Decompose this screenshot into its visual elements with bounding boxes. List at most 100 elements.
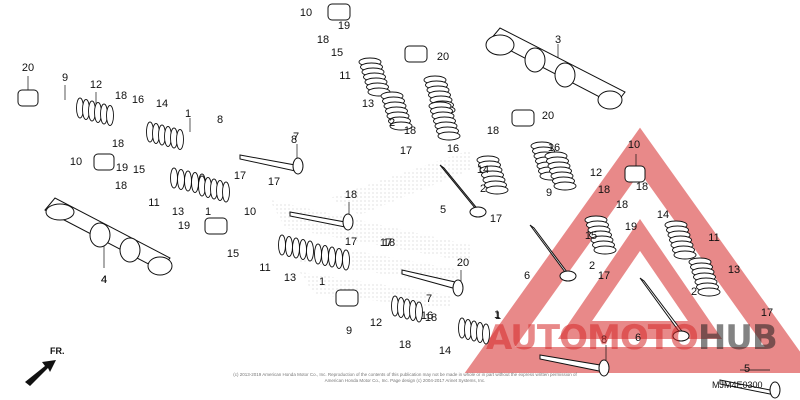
spring-coil <box>170 167 178 189</box>
callout-11: 11 <box>259 262 270 274</box>
tappet-buckets <box>17 3 646 307</box>
callout-2: 2 <box>389 117 395 129</box>
callout-11: 11 <box>148 197 159 209</box>
callout-16: 16 <box>548 142 560 154</box>
callout-10: 10 <box>70 156 82 168</box>
callout-9: 9 <box>346 325 352 337</box>
callout-5: 5 <box>744 363 750 375</box>
callout-18: 18 <box>616 199 628 211</box>
spring-coil <box>285 236 293 257</box>
callout-17: 17 <box>380 237 392 249</box>
callout-9: 9 <box>546 187 552 199</box>
callout-5: 5 <box>440 204 446 216</box>
callout-18: 18 <box>115 90 127 102</box>
spring-coil <box>553 181 577 191</box>
callout-2: 2 <box>480 183 486 195</box>
callout-13: 13 <box>728 264 740 276</box>
callout-14: 14 <box>657 209 669 221</box>
callout-1: 1 <box>494 309 500 321</box>
callout-16: 16 <box>132 94 144 106</box>
callout-10: 10 <box>244 206 256 218</box>
callout-12: 12 <box>590 167 602 179</box>
callout-1: 1 <box>185 108 191 120</box>
direction-label: FR. <box>50 346 65 356</box>
callout-4: 4 <box>101 274 107 286</box>
spring-coil <box>314 243 322 265</box>
spring-coil <box>222 181 230 203</box>
callout-18: 18 <box>345 189 357 201</box>
spring-stacks <box>76 57 721 345</box>
callout-17: 17 <box>400 145 412 157</box>
callout-8: 8 <box>291 134 297 146</box>
valves <box>239 154 781 399</box>
callout-17: 17 <box>345 236 357 248</box>
callout-12: 12 <box>370 317 382 329</box>
callout-18: 18 <box>383 237 395 249</box>
callout-19: 19 <box>178 220 190 232</box>
callout-15: 15 <box>331 47 343 59</box>
callout-1: 1 <box>495 310 501 322</box>
callout-4: 4 <box>101 274 107 286</box>
callout-15: 15 <box>585 230 597 242</box>
callout-10: 10 <box>300 7 312 19</box>
callout-1: 1 <box>205 206 211 218</box>
callout-8: 8 <box>217 114 223 126</box>
callout-19: 19 <box>338 20 350 32</box>
camshaft-right <box>485 27 626 110</box>
callout-18: 18 <box>425 312 437 324</box>
callout-19: 19 <box>116 162 128 174</box>
callout-13: 13 <box>284 272 296 284</box>
callout-13: 13 <box>362 98 374 110</box>
diagram-code: MJM4E0300 <box>712 380 763 390</box>
callout-3: 3 <box>555 34 561 46</box>
spring-coil <box>415 301 423 323</box>
callout-20: 20 <box>437 51 449 63</box>
spring-coil <box>697 287 721 297</box>
callout-11: 11 <box>339 70 350 82</box>
spring-coil <box>292 237 300 259</box>
callout-18: 18 <box>317 34 329 46</box>
spring-coil <box>673 250 697 260</box>
spring-coil <box>389 121 413 131</box>
callout-18: 18 <box>598 184 610 196</box>
callout-6: 6 <box>524 270 530 282</box>
front-direction-arrow <box>25 360 56 386</box>
callout-20: 20 <box>457 257 469 269</box>
callout-18: 18 <box>115 180 127 192</box>
callout-7: 7 <box>293 131 299 143</box>
callout-16: 16 <box>447 143 459 155</box>
callout-16: 16 <box>421 310 433 322</box>
spring-coil <box>593 245 617 255</box>
spring-coil <box>306 240 314 262</box>
spring-coil <box>184 170 192 192</box>
copyright-notice: (c) 2013-2019 American Honda Motor Co., … <box>233 372 577 383</box>
callout-17: 17 <box>268 176 280 188</box>
spring-coil <box>191 172 199 193</box>
callout-20: 20 <box>542 110 554 122</box>
callout-18: 18 <box>399 339 411 351</box>
callout-13: 13 <box>172 206 184 218</box>
callout-17: 17 <box>598 270 610 282</box>
callout-15: 15 <box>133 164 145 176</box>
watermark-text: AUTOMOTOHUB <box>486 318 778 358</box>
spring-coil <box>177 169 185 190</box>
callout-1: 1 <box>319 276 325 288</box>
spring-coil <box>278 234 286 256</box>
callout-18: 18 <box>112 138 124 150</box>
callout-14: 14 <box>477 164 489 176</box>
callout-14: 14 <box>156 98 168 110</box>
spring-coil <box>437 131 461 141</box>
callout-9: 9 <box>62 72 68 84</box>
callout-2: 2 <box>589 260 595 272</box>
callout-17: 17 <box>490 213 502 225</box>
spring-coil <box>176 129 184 150</box>
callout-18: 18 <box>487 125 499 137</box>
callout-10: 10 <box>628 139 640 151</box>
spring-coil <box>335 248 343 269</box>
callout-7: 7 <box>426 293 432 305</box>
spring-coil <box>299 239 307 260</box>
spring-coil <box>342 249 350 271</box>
callout-12: 12 <box>90 79 102 91</box>
